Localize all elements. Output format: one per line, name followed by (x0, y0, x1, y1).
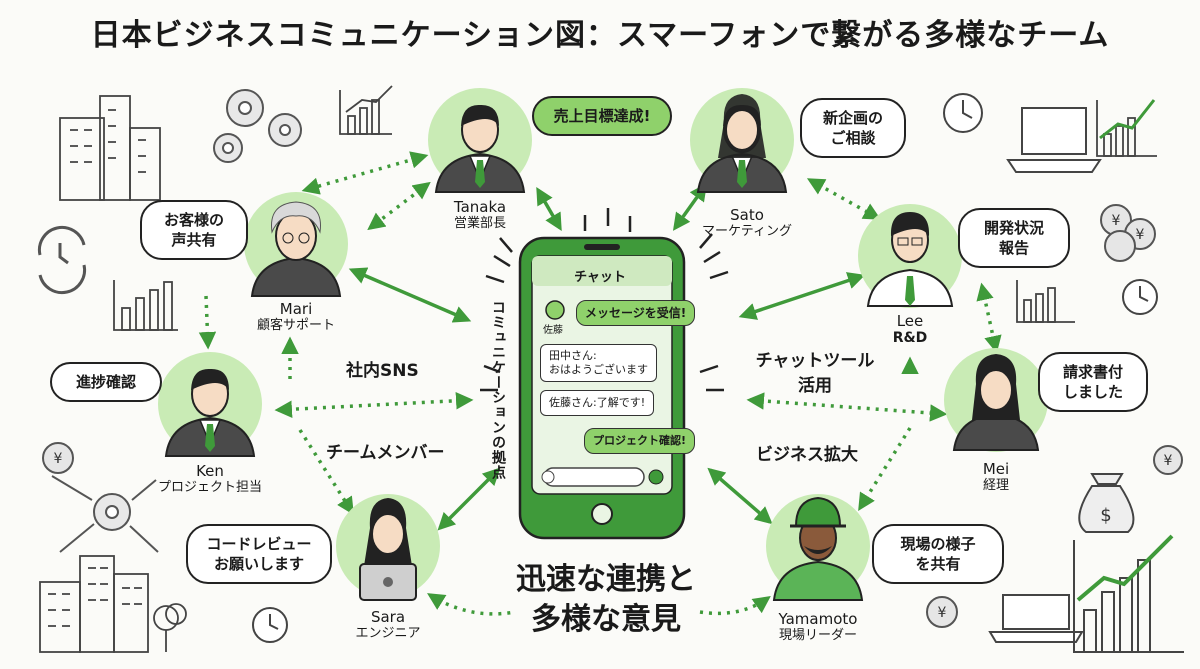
yen-symbol: ¥ ¥ ¥ ¥ ¥ (54, 213, 1173, 621)
person-name: Tanaka (453, 198, 507, 216)
growth-chart-icon (1073, 534, 1184, 653)
person-role: プロジェクト担当 (157, 480, 262, 495)
laptop-icon (988, 107, 1102, 643)
speech-bubble-sara: コードレビュー お願いします (186, 524, 332, 584)
clock-icon (252, 93, 1158, 643)
label-line: 活用 (798, 376, 832, 396)
svg-text:¥: ¥ (54, 451, 63, 467)
bubble-line: 開発状況 (983, 219, 1044, 237)
speech-bubble-sato: 新企画の ご相談 (800, 98, 906, 158)
person-name: Sato (730, 206, 764, 224)
person-role: 営業部長 (453, 216, 506, 231)
bubble-line: コードレビュー (206, 535, 312, 553)
person-role: エンジニア (355, 626, 421, 641)
speech-bubble-yamamoto: 現場の様子 を共有 (872, 524, 1004, 584)
person-role: 経理 (982, 478, 1009, 493)
label-sns: 社内SNS (346, 361, 419, 381)
person-role: 顧客サポート (256, 318, 335, 333)
chat-message-line: 田中さん: (549, 349, 597, 362)
connector-lines (198, 151, 1002, 616)
bubble-line: お客様の (163, 211, 224, 229)
bubble-line: 現場の様子 (900, 535, 976, 553)
label-expand: ビジネス拡大 (756, 445, 858, 465)
gear-network-icon (51, 475, 159, 553)
person-sara: Sara エンジニア (338, 608, 438, 642)
bubble-line: 新企画の (822, 109, 883, 127)
person-name: Mari (279, 300, 313, 318)
chat-message-received: メッセージを受信! (576, 300, 696, 326)
growth-chart-icon (1016, 99, 1157, 323)
bubble-line: を共有 (915, 555, 961, 573)
bubble-line: 声共有 (171, 231, 217, 249)
bubble-line: ご相談 (830, 129, 876, 147)
building-icon (39, 555, 187, 653)
chat-message-sato: 佐藤さん:了解です! (540, 390, 655, 416)
bubble-line: 報告 (998, 239, 1029, 257)
person-role: 現場リーダー (778, 628, 857, 643)
person-name: Sara (370, 608, 406, 626)
building-icon (59, 95, 161, 201)
yen-coin-icon (42, 204, 1183, 628)
gear-icon (213, 89, 302, 163)
chat-message-line: おはようございます (549, 363, 648, 376)
slogan: 迅速な連携と 多様な意見 (496, 560, 716, 640)
speech-bubble-lee: 開発状況 報告 (958, 208, 1070, 268)
bubble-line: しました (1062, 383, 1123, 401)
person-sato: Sato マーケティング (682, 206, 812, 240)
chat-header: チャット (574, 270, 626, 285)
person-mari: Mari 顧客サポート (236, 300, 356, 334)
person-role: マーケティング (702, 224, 792, 239)
smartphone (518, 236, 686, 540)
person-name: Mei (982, 460, 1010, 478)
slogan-line: 多様な意見 (531, 602, 681, 637)
dollar-symbol: $ (1100, 505, 1111, 526)
person-yamamoto: Yamamoto 現場リーダー (758, 610, 878, 644)
refresh-icon (37, 225, 87, 295)
svg-text:¥: ¥ (1164, 453, 1173, 469)
bubble-line: お願いします (213, 555, 304, 573)
svg-text:¥: ¥ (1136, 227, 1145, 243)
person-ken: Ken プロジェクト担当 (140, 462, 280, 496)
label-chat-tool: チャットツール 活用 (755, 346, 875, 396)
person-mei: Mei 経理 (956, 460, 1036, 494)
bubble-line: 請求書付 (1062, 363, 1123, 381)
chat-message-tanaka: 田中さん: おはようございます (540, 344, 657, 382)
person-tanaka: Tanaka 営業部長 (420, 198, 540, 232)
person-name: Ken (196, 462, 224, 480)
svg-text:¥: ¥ (938, 605, 947, 621)
speech-bubble-tanaka: 売上目標達成! (532, 96, 672, 136)
page-title: 日本ビジネスコミュニケーション図：スマーフォンで繋がる多様なチーム (90, 18, 1110, 53)
svg-text:¥: ¥ (1112, 213, 1121, 229)
person-lee: Lee R&D (860, 312, 960, 346)
emphasis-strokes (480, 208, 729, 392)
person-name: Yamamoto (778, 610, 858, 628)
slogan-line: 迅速な連携と (516, 562, 696, 597)
person-name: Lee (896, 312, 924, 330)
label-team: チームメンバー (326, 443, 445, 463)
speech-bubble-mei: 請求書付 しました (1038, 352, 1148, 412)
money-bag-icon (1078, 473, 1135, 533)
chat-message-project: プロジェクト確認! (584, 428, 696, 454)
hub-label: コミュニケーションの拠点 (490, 300, 506, 480)
bar-chart-icon (113, 280, 178, 331)
sender-name: 佐藤 (543, 325, 563, 336)
speech-bubble-ken: 進捗確認 (50, 362, 162, 402)
speech-bubble-mari: お客様の 声共有 (140, 200, 248, 260)
bar-chart-icon (339, 85, 393, 135)
person-role: R&D (892, 330, 928, 346)
label-line: チャットツール (755, 351, 875, 371)
